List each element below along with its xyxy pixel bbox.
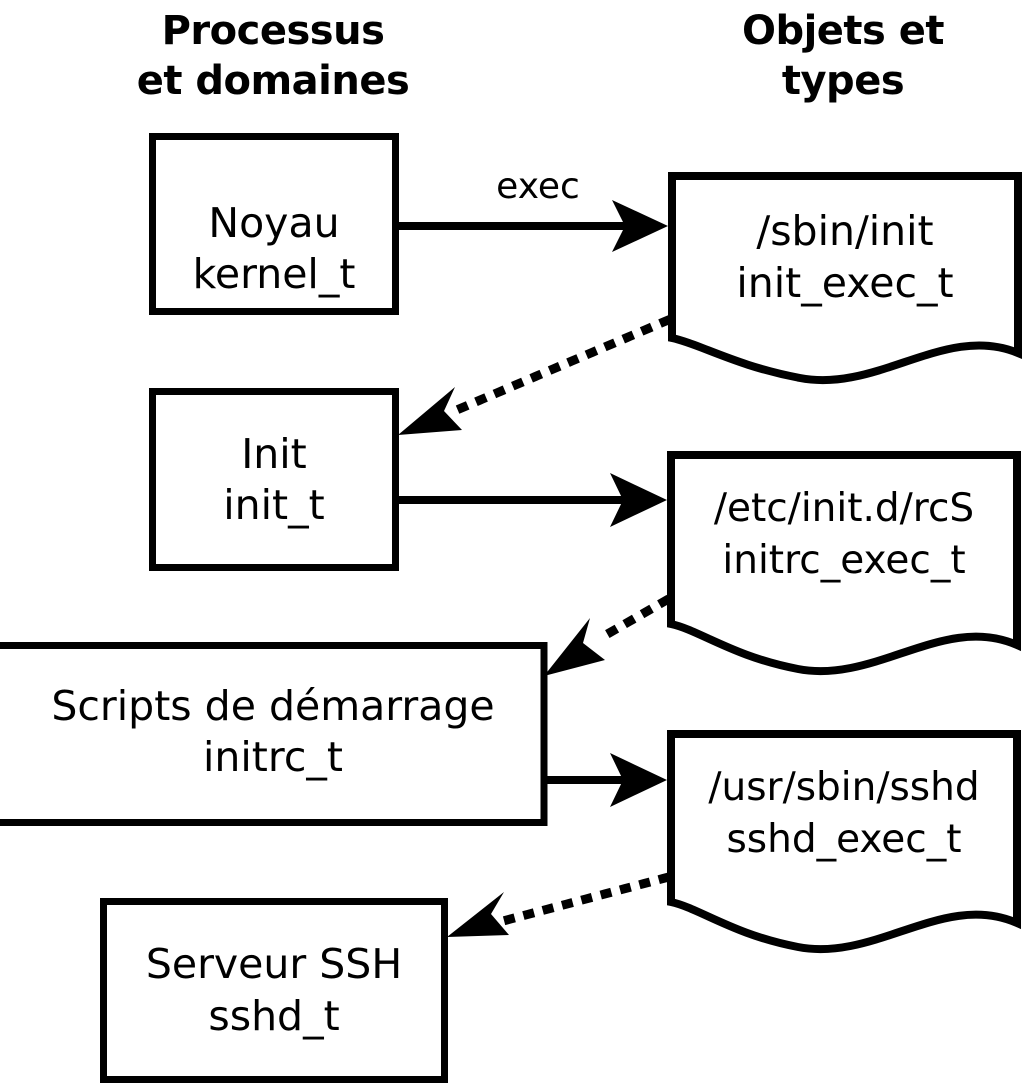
object-node-sshd_exec-line1: /usr/sbin/sshd xyxy=(708,765,979,810)
edge-initrc_exec-transition-initrc-line xyxy=(590,594,672,647)
edge-kernel-exec-init_exec-arrowhead xyxy=(612,200,668,252)
process-node-kernel-line1: Noyau xyxy=(208,199,339,247)
edge-kernel-exec-init_exec: exec xyxy=(395,166,668,252)
process-node-sshd[interactable]: Serveur SSH sshd_t xyxy=(100,898,448,1083)
process-node-sshd-line1: Serveur SSH xyxy=(146,940,402,988)
edge-sshd_exec-transition-sshd-line xyxy=(497,872,671,927)
column-header-processes-line1: Processus xyxy=(162,8,385,54)
process-node-init-line1: Init xyxy=(241,430,307,478)
process-node-init[interactable]: Init init_t xyxy=(149,388,399,571)
object-node-initrc_exec-document-shape[interactable] xyxy=(667,451,1021,676)
process-node-init-box[interactable] xyxy=(149,388,399,571)
edge-sshd_exec-transition-sshd-arrowhead xyxy=(447,892,509,937)
object-node-initrc_exec-line2: initrc_exec_t xyxy=(722,538,965,583)
object-node-sshd_exec-line2: sshd_exec_t xyxy=(726,817,961,862)
process-node-kernel-box[interactable] xyxy=(149,133,399,315)
column-header-objects-line1: Objets et xyxy=(742,8,944,54)
process-node-init-line2: init_t xyxy=(223,481,324,529)
edge-init_exec-transition-init-line xyxy=(446,315,672,418)
process-node-sshd-box[interactable] xyxy=(100,898,448,1083)
column-header-objects-line2: types xyxy=(782,58,904,104)
process-node-initrc-line2: initrc_t xyxy=(203,733,343,781)
object-node-initrc_exec-line1: /etc/init.d/rcS xyxy=(714,486,974,531)
column-header-processes-line2: et domaines xyxy=(137,58,410,104)
object-node-initrc_exec[interactable]: /etc/init.d/rcS initrc_exec_t xyxy=(667,451,1021,676)
object-node-init_exec[interactable]: /sbin/init init_exec_t xyxy=(668,172,1022,385)
process-node-initrc-box[interactable] xyxy=(0,642,548,826)
object-node-init_exec-document-shape[interactable] xyxy=(668,172,1022,385)
process-node-initrc-line1: Scripts de démarrage xyxy=(51,682,494,730)
process-node-kernel-line2: kernel_t xyxy=(193,250,356,298)
object-node-sshd_exec-document-shape[interactable] xyxy=(667,730,1021,954)
object-node-init_exec-line1: /sbin/init xyxy=(756,207,933,255)
process-node-kernel[interactable]: Noyau kernel_t xyxy=(149,133,399,315)
edge-init_exec-transition-init xyxy=(398,315,672,435)
edge-sshd_exec-transition-sshd xyxy=(447,872,671,937)
process-node-initrc[interactable]: Scripts de démarrage initrc_t xyxy=(0,642,548,826)
edge-initrc-exec-sshd_exec xyxy=(544,753,667,807)
edge-init-exec-initrc_exec xyxy=(395,473,667,527)
edge-initrc_exec-transition-initrc xyxy=(544,594,672,676)
object-node-init_exec-line2: init_exec_t xyxy=(736,259,953,307)
object-node-sshd_exec[interactable]: /usr/sbin/sshd sshd_exec_t xyxy=(667,730,1021,954)
column-header-objects: Objets et types xyxy=(742,8,945,104)
edge-initrc-exec-sshd_exec-arrowhead xyxy=(610,753,667,807)
edge-initrc_exec-transition-initrc-arrowhead xyxy=(544,618,605,676)
edge-label-exec: exec xyxy=(496,166,580,207)
edge-init-exec-initrc_exec-arrowhead xyxy=(610,473,667,527)
process-node-sshd-line2: sshd_t xyxy=(208,992,339,1040)
column-header-processes: Processus et domaines xyxy=(137,8,410,104)
edge-init_exec-transition-init-arrowhead xyxy=(398,387,462,435)
